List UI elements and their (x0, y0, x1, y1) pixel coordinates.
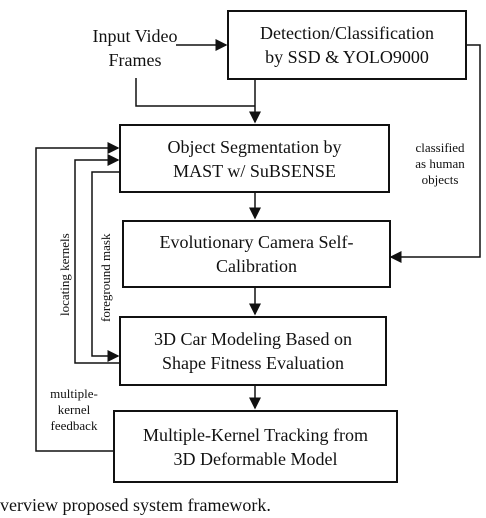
kernel-tracking-box: Multiple-Kernel Tracking from 3D Deforma… (113, 410, 398, 483)
calibration-line-1: Evolutionary Camera Self- (159, 232, 354, 252)
classified-human-objects-label: classified as human objects (400, 140, 480, 188)
figure-caption: verview proposed system framework. (0, 495, 271, 515)
camera-calibration-box: Evolutionary Camera Self- Calibration (122, 220, 391, 288)
car-modeling-line-2: Shape Fitness Evaluation (162, 353, 344, 373)
classified-line-2: as human (415, 156, 465, 171)
arrow-foreground-mask (91, 171, 122, 362)
input-label-line-1: Input Video (92, 26, 178, 46)
object-segmentation-box: Object Segmentation by MAST w/ SuBSENSE (119, 124, 390, 193)
car-modeling-box: 3D Car Modeling Based on Shape Fitness E… (119, 316, 387, 386)
classified-line-1: classified (415, 140, 465, 155)
calibration-line-2: Calibration (216, 256, 297, 276)
input-video-frames-label: Input Video Frames (80, 24, 190, 72)
detection-line-2: by SSD & YOLO9000 (265, 47, 429, 67)
tracking-line-2: 3D Deformable Model (173, 448, 338, 469)
arrow-detection-to-calibration (389, 44, 481, 263)
segmentation-line-1: Object Segmentation by (167, 136, 342, 157)
detection-classification-box: Detection/Classification by SSD & YOLO90… (227, 10, 467, 80)
arrow-locating-kernels (74, 154, 122, 364)
feedback-line-1: multiple- (50, 386, 98, 401)
segmentation-line-2: MAST w/ SuBSENSE (173, 160, 336, 181)
input-label-line-2: Frames (108, 50, 162, 70)
car-modeling-line-1: 3D Car Modeling Based on (154, 329, 352, 349)
locating-kernels-label: locating kernels (57, 233, 72, 316)
multiple-kernel-feedback-label: multiple- kernel feedback (38, 386, 110, 434)
arrow-kernel-feedback (35, 142, 120, 452)
detection-line-1: Detection/Classification (260, 23, 434, 43)
feedback-line-3: feedback (50, 418, 98, 433)
line-input-to-segmentation (135, 78, 255, 107)
tracking-line-1: Multiple-Kernel Tracking from (143, 424, 368, 445)
classified-line-3: objects (421, 172, 459, 187)
feedback-line-2: kernel (57, 402, 91, 417)
foreground-mask-label: foreground mask (98, 233, 113, 322)
